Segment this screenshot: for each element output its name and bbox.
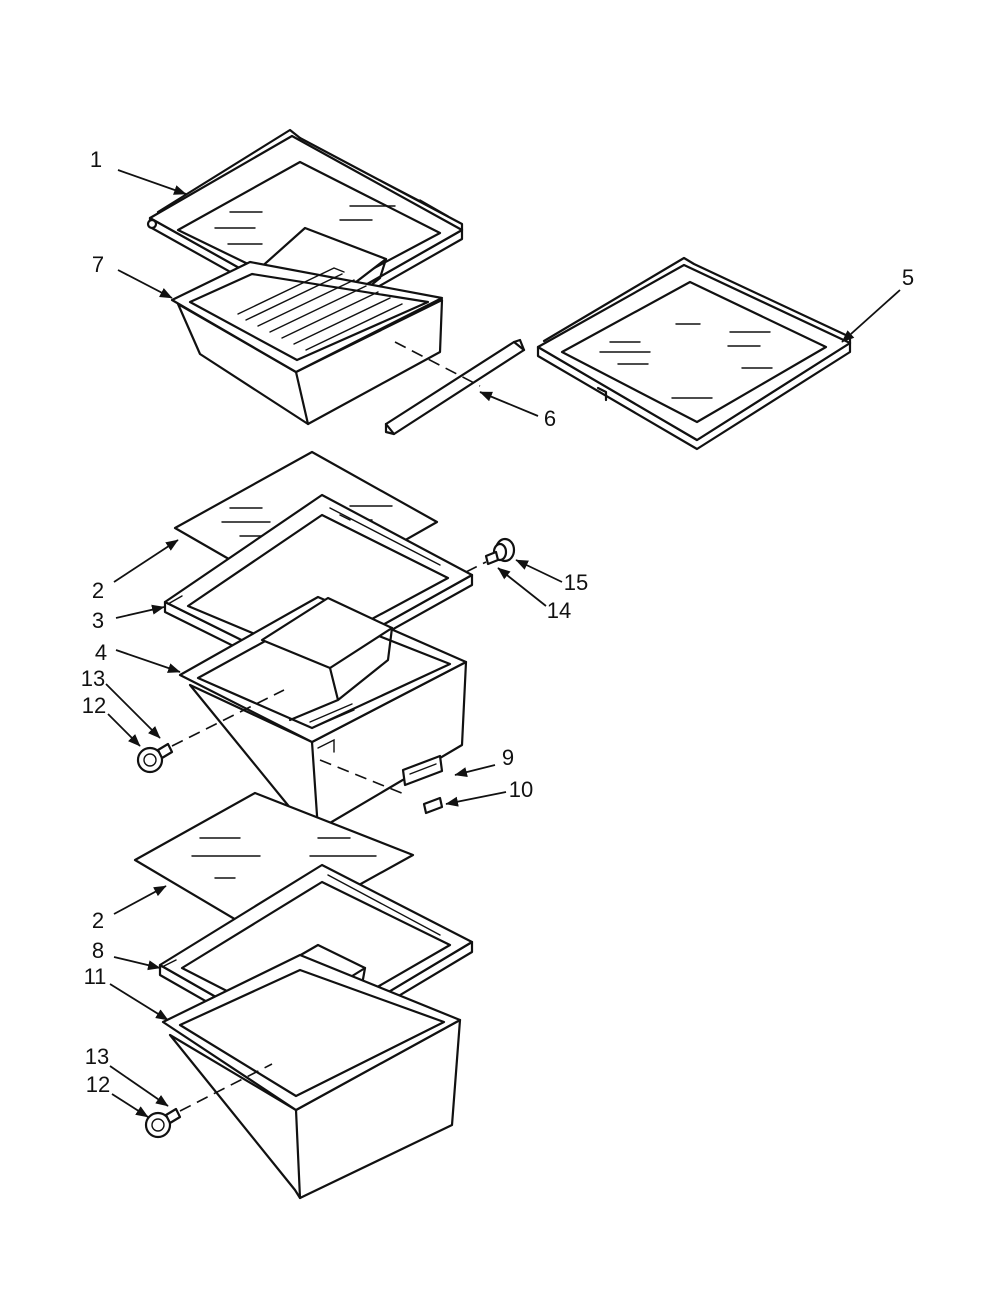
leader-15: [515, 559, 563, 583]
callout-13-lower: 13: [85, 1044, 109, 1069]
callout-13-upper: 13: [81, 666, 105, 691]
leader-12-lower: [111, 1093, 149, 1118]
callout-12-lower: 12: [86, 1072, 110, 1097]
part-drawer-4: [178, 595, 468, 832]
assembly-line-12-lower: [179, 1063, 273, 1112]
part-screw-14: [484, 550, 500, 566]
leader-4: [115, 649, 181, 673]
callout-5: 5: [902, 265, 914, 290]
callout-2-lower: 2: [92, 908, 104, 933]
part-fastener-12-upper: [136, 746, 164, 774]
callout-7: 7: [92, 252, 104, 277]
assembly-line-6: [394, 341, 481, 387]
part-trim-6: [384, 338, 526, 436]
part-fastener-12-lower: [144, 1111, 172, 1139]
leader-1: [117, 169, 187, 195]
callout-9: 9: [502, 745, 514, 770]
leader-lines: [105, 169, 901, 1118]
callout-2-upper: 2: [92, 578, 104, 603]
callout-10: 10: [509, 777, 533, 802]
leader-6: [479, 391, 539, 417]
leader-14: [497, 567, 547, 607]
leader-9: [454, 764, 496, 777]
callout-12-upper: 12: [82, 693, 106, 718]
part-clip-9: [401, 754, 444, 787]
leader-8: [113, 956, 161, 971]
leader-5: [841, 289, 901, 343]
leader-2-lower: [113, 885, 167, 915]
part-washer-13-lower: [164, 1107, 182, 1125]
assembly-line-12-upper: [171, 689, 285, 747]
leader-13-upper: [105, 683, 161, 739]
assembly-line-14: [465, 561, 487, 573]
leader-10: [445, 791, 507, 807]
leader-11: [109, 983, 169, 1021]
callout-6: 6: [544, 406, 556, 431]
leader-7: [117, 269, 173, 299]
part-drawer-11: [161, 953, 462, 1200]
leader-3: [115, 604, 165, 619]
callout-15: 15: [564, 570, 588, 595]
part-clip-10: [422, 796, 444, 815]
leader-13-lower: [109, 1065, 169, 1107]
leader-12-upper: [107, 713, 141, 747]
callout-1: 1: [90, 147, 102, 172]
part-glass-2-lower: [133, 791, 415, 939]
part-drawer-7: [170, 260, 444, 426]
callout-3: 3: [92, 608, 104, 633]
callout-11: 11: [84, 964, 107, 989]
assembly-line-9: [319, 759, 405, 795]
callout-14: 14: [547, 598, 571, 623]
callout-8: 8: [92, 938, 104, 963]
part-shelf-5: [536, 256, 852, 451]
callout-4: 4: [95, 640, 107, 665]
leader-2-upper: [113, 539, 179, 583]
part-washer-13-upper: [156, 742, 174, 760]
part-frame-3: [163, 493, 474, 682]
callout-labels: 1 7 5 6 2 3 15 14 4 13 12 9 10 2 8 11 13…: [81, 147, 914, 1097]
